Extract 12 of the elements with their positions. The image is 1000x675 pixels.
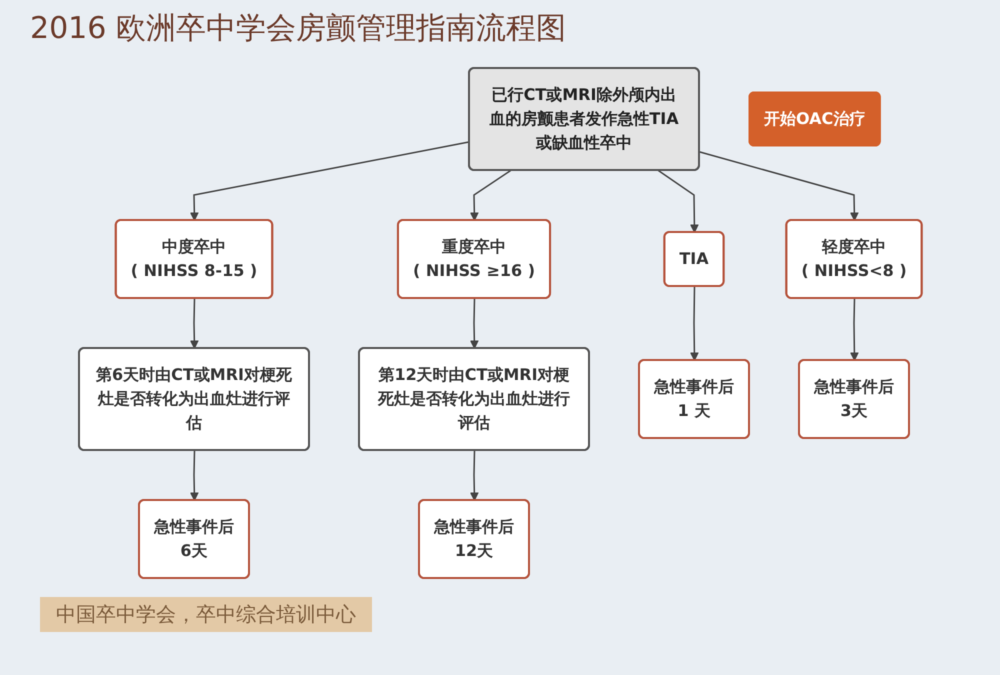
title: 2016 欧洲卒中学会房颤管理指南流程图: [29, 10, 567, 48]
arrow: [470, 298, 478, 349]
arrow: [658, 170, 698, 233]
arrow: [470, 170, 511, 221]
arrow: [190, 450, 198, 501]
caption: 中国卒中学会，卒中综合培训中心: [40, 597, 372, 632]
arrow: [190, 141, 470, 221]
arrow: [690, 286, 698, 361]
arrow: [850, 298, 858, 361]
arrow: [470, 450, 478, 501]
arrow: [698, 151, 858, 221]
arrow: [190, 298, 198, 349]
